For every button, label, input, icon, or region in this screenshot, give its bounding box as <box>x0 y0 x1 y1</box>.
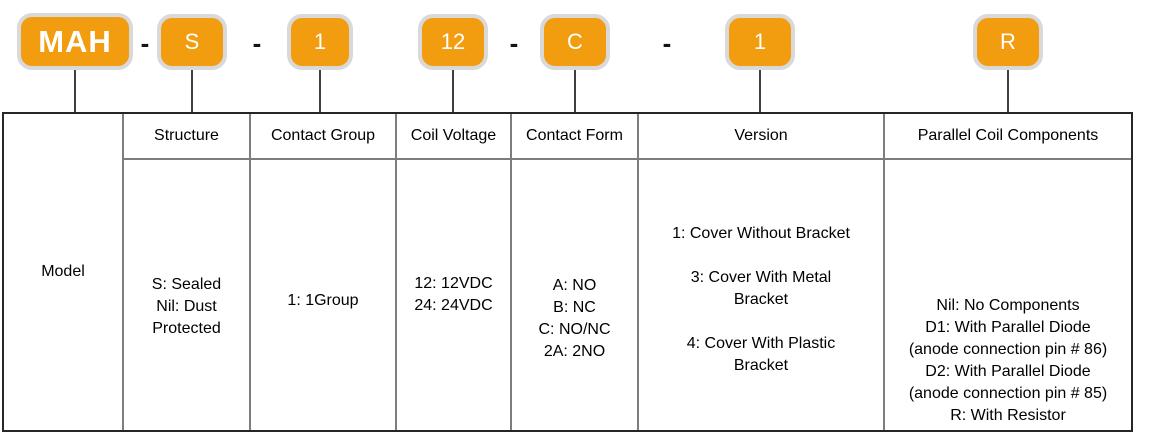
header-parallel-coil-components: Parallel Coil Components <box>883 114 1131 160</box>
header-structure: Structure <box>122 114 249 160</box>
connector-line <box>452 70 454 112</box>
ordering-code-table: Model Structure Contact Group Coil Volta… <box>2 112 1133 432</box>
code-separator: - <box>662 28 672 58</box>
code-badge-contact-group: 1 <box>287 14 353 70</box>
connector-line <box>74 70 76 112</box>
code-badge-contact-form: C <box>540 14 610 70</box>
code-badge-structure: S <box>157 14 227 70</box>
header-coil-voltage: Coil Voltage <box>395 114 510 160</box>
header-version: Version <box>637 114 883 160</box>
body-structure-options: S: Sealed Nil: Dust Protected <box>122 160 249 430</box>
code-separator: - <box>140 28 150 58</box>
connector-line <box>191 70 193 112</box>
connector-line <box>319 70 321 112</box>
code-badge-parallel-coil-components: R <box>973 14 1043 70</box>
body-coil-voltage-options: 12: 12VDC 24: 24VDC <box>395 160 510 430</box>
body-parallel-coil-components-options: Nil: No Components D1: With Parallel Dio… <box>883 160 1131 430</box>
code-separator: - <box>252 28 262 58</box>
code-separator: - <box>509 28 519 58</box>
body-version-options: 1: Cover Without Bracket 3: Cover With M… <box>637 160 883 430</box>
body-contact-form-options: A: NO B: NC C: NO/NC 2A: 2NO <box>510 160 637 430</box>
connector-line <box>1007 70 1009 112</box>
connector-line <box>759 70 761 112</box>
header-contact-group: Contact Group <box>249 114 395 160</box>
connector-line <box>574 70 576 112</box>
code-badge-model: MAH <box>17 13 133 70</box>
header-contact-form: Contact Form <box>510 114 637 160</box>
body-contact-group-options: 1: 1Group <box>249 160 395 430</box>
code-badge-coil-voltage: 12 <box>418 14 488 70</box>
model-cell: Model <box>41 263 85 280</box>
code-badge-version: 1 <box>725 14 795 70</box>
